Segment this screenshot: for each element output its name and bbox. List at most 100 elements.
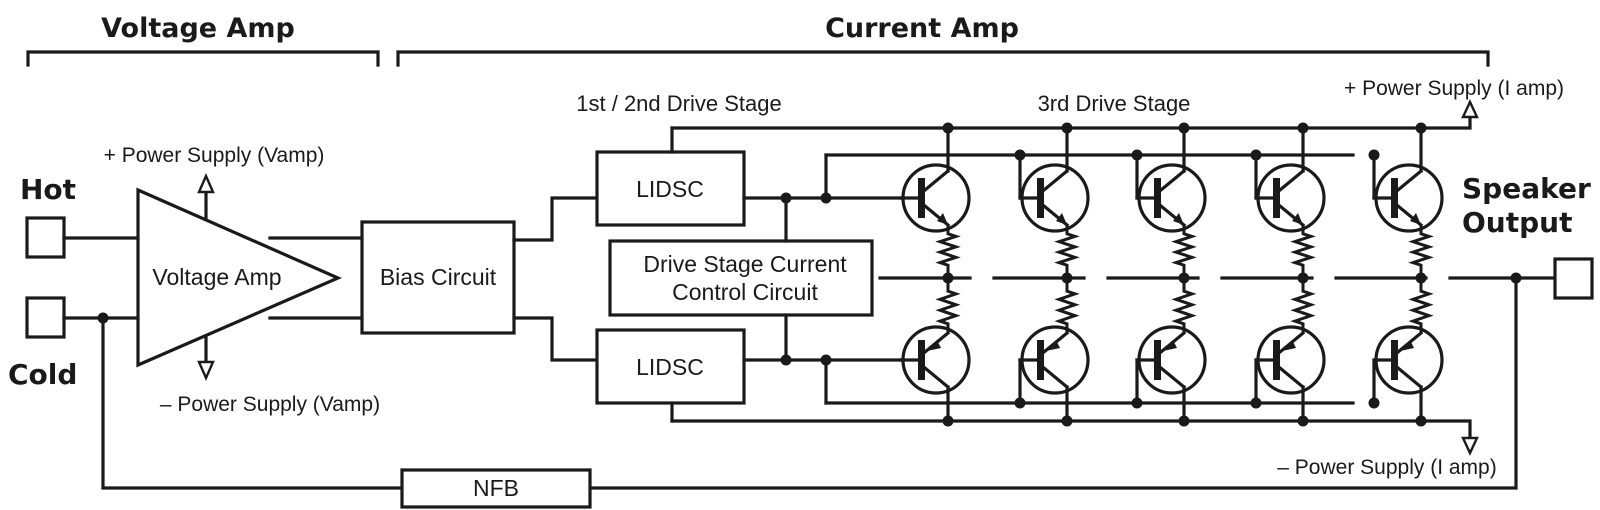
junction-dot <box>1415 415 1427 427</box>
bias-circuit-label: Bias Circuit <box>380 264 497 290</box>
transistor-base-bar <box>1273 340 1280 380</box>
junction-dot <box>780 354 792 366</box>
emitter-resistor <box>1054 282 1080 333</box>
emitter-arrow-icon <box>1046 340 1060 351</box>
junction-dot <box>1014 397 1026 409</box>
junction-dot <box>1415 122 1427 134</box>
emitter-arrow-icon <box>1400 340 1414 351</box>
emitter-resistor <box>1054 225 1080 274</box>
junction-dot <box>780 192 792 204</box>
iamp-pos-arrow-icon <box>1461 99 1479 119</box>
speaker-output-label-line1: Speaker <box>1462 172 1591 205</box>
junction-dot <box>1178 415 1190 427</box>
emitter-arrow-icon <box>927 340 941 351</box>
iamp-neg-rail <box>670 419 1472 440</box>
emitter-arrow-icon <box>1410 213 1421 225</box>
transistor-lead <box>1277 168 1306 193</box>
junction-dot <box>942 415 954 427</box>
transistor-lead <box>1277 365 1306 390</box>
junction-dot <box>1061 415 1073 427</box>
transistor-lead <box>922 365 951 390</box>
lidsc-bottom-box <box>595 328 746 405</box>
junction-dot <box>1368 149 1380 161</box>
transistor-lead <box>1158 168 1187 193</box>
transistor-lead <box>1041 168 1070 193</box>
emitter-resistor <box>1290 225 1316 274</box>
current-amp-bracket <box>396 50 1490 67</box>
emitter-arrow-icon <box>1163 340 1177 351</box>
bias-to-lidsc-bottom-wire <box>512 316 599 362</box>
transistor-base-bar <box>1037 178 1044 218</box>
transistor-base-bar <box>918 178 925 218</box>
lidsc-top-label: LIDSC <box>636 176 704 202</box>
voltage-amp-block-label: Voltage Amp <box>152 264 281 290</box>
emitter-arrow-icon <box>937 213 948 225</box>
drive-stage-control-label-line1: Drive Stage Current <box>643 251 847 277</box>
junction-dot <box>1368 397 1380 409</box>
emitter-resistor <box>935 282 961 333</box>
transistor-base-bar <box>1273 178 1280 218</box>
junction-dot <box>1297 122 1309 134</box>
transistor-base-bar <box>918 340 925 380</box>
transistor-lead <box>1395 365 1424 390</box>
iamp-neg-supply-label: – Power Supply (I amp) <box>1277 456 1496 479</box>
iamp-neg-arrow-icon <box>1461 436 1479 456</box>
vamp-neg-supply-label: – Power Supply (Vamp) <box>160 393 380 416</box>
nfb-box <box>400 468 592 509</box>
voltage-amp-triangle <box>136 187 342 368</box>
drive-stage-control-box <box>608 239 874 317</box>
vamp-pos-arrow-icon <box>197 173 215 194</box>
lidsc-bottom-label: LIDSC <box>636 354 704 380</box>
emitter-resistor <box>1408 225 1434 274</box>
emitter-arrow-icon <box>1056 213 1067 225</box>
voltage-amp-section-header: Voltage Amp <box>101 13 295 44</box>
junction-dot <box>1250 397 1262 409</box>
voltage-amp-bracket <box>26 50 380 67</box>
output-stage <box>824 122 1518 427</box>
transistor-base-bar <box>1391 178 1398 218</box>
emitter-resistor <box>1408 282 1434 333</box>
emitter-arrow-icon <box>1282 340 1296 351</box>
iamp-pos-rail <box>670 115 1472 130</box>
hot-terminal <box>25 216 66 259</box>
emitter-resistor <box>1290 282 1316 333</box>
junction-dot <box>1131 397 1143 409</box>
transistor-base-bar <box>1154 340 1161 380</box>
transistor-base-bar <box>1391 340 1398 380</box>
hot-label: Hot <box>20 173 76 206</box>
lidsc-top-box <box>595 150 746 227</box>
emitter-resistor <box>1171 282 1197 333</box>
transistor-lead <box>1395 168 1424 193</box>
nfb-label: NFB <box>473 475 519 501</box>
junction-dot <box>97 312 109 324</box>
speaker-output-terminal <box>1553 257 1594 300</box>
iamp-pos-supply-label: + Power Supply (I amp) <box>1344 77 1564 100</box>
speaker-output-label-line2: Output <box>1462 206 1572 239</box>
junction-dot <box>1250 149 1262 161</box>
cold-terminal <box>25 296 66 339</box>
drive-stage-control-label-line2: Control Circuit <box>672 279 818 305</box>
emitter-resistor <box>1171 225 1197 274</box>
junction-dot <box>1297 415 1309 427</box>
nfb-feedback-wire <box>101 276 1518 490</box>
transistor-lead <box>1158 365 1187 390</box>
bias-to-lidsc-top-wire <box>512 196 599 242</box>
cold-label: Cold <box>8 358 77 391</box>
junction-dot <box>1061 122 1073 134</box>
drive-stage-12-label: 1st / 2nd Drive Stage <box>576 91 781 116</box>
current-amp-section-header: Current Amp <box>825 13 1019 44</box>
emitter-arrow-icon <box>1173 213 1184 225</box>
emitter-resistor <box>935 225 961 274</box>
drive-stage-3-label: 3rd Drive Stage <box>1038 91 1191 116</box>
transistor-lead <box>922 168 951 193</box>
junction-dot <box>1178 122 1190 134</box>
transistor-lead <box>1041 365 1070 390</box>
emitter-arrow-icon <box>1292 213 1303 225</box>
vamp-pos-supply-label: + Power Supply (Vamp) <box>104 144 325 167</box>
bias-circuit-box <box>360 220 516 335</box>
junction-dot <box>1014 149 1026 161</box>
transistor-base-bar <box>1037 340 1044 380</box>
transistor-base-bar <box>1154 178 1161 218</box>
junction-dot <box>1131 149 1143 161</box>
